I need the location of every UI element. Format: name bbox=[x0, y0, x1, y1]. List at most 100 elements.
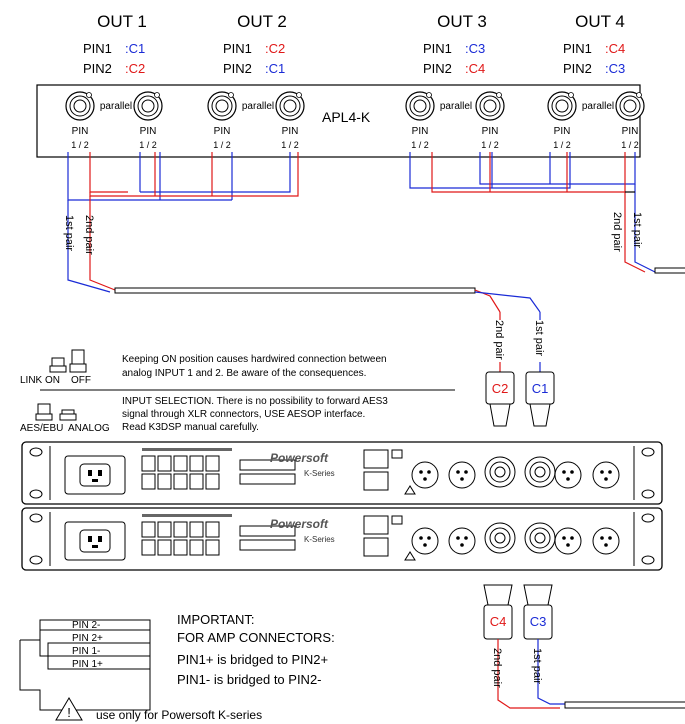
off-label: OFF bbox=[71, 375, 91, 386]
right-blue-wire bbox=[479, 152, 636, 185]
link-note-line1: Keeping ON position causes hardwired con… bbox=[122, 354, 387, 365]
right-blue-cable bbox=[634, 184, 656, 273]
pin2-value: :C2 bbox=[125, 61, 145, 76]
pin-label: PIN bbox=[282, 126, 299, 137]
input-switch bbox=[35, 403, 77, 421]
pin-label: PIN bbox=[622, 126, 639, 137]
output-header-3: OUT 3 PIN1 :C3 PIN2 :C4 bbox=[423, 12, 487, 76]
important-line3: PIN1+ is bridged to PIN2+ bbox=[177, 652, 328, 667]
speakon-connector: PIN 1 / 2 bbox=[207, 91, 237, 150]
pin1-label: PIN1 bbox=[563, 41, 592, 56]
pin1-value: :C2 bbox=[265, 41, 285, 56]
parallel-label: parallel bbox=[242, 101, 274, 112]
pin-label: PIN bbox=[214, 126, 231, 137]
pin-label: PIN bbox=[482, 126, 499, 137]
aes-ebu-label: AES/EBU bbox=[20, 423, 63, 434]
cable-jacket-left bbox=[114, 287, 541, 313]
wire-from-c4 bbox=[497, 639, 560, 709]
output-title: OUT 3 bbox=[437, 12, 487, 31]
output-header-2: OUT 2 PIN1 :C2 PIN2 :C1 bbox=[223, 12, 287, 76]
pin-pair-label: 1 / 2 bbox=[213, 140, 231, 150]
pin2-value: :C1 bbox=[265, 61, 285, 76]
warning-text: use only for Powersoft K-series bbox=[96, 708, 262, 722]
speakon-connector: PIN1 / 2 bbox=[475, 91, 505, 150]
warning-icon: ! bbox=[55, 697, 83, 721]
important-line2: FOR AMP CONNECTORS: bbox=[177, 630, 335, 645]
cable-label-2nd-bottom: 2nd pair bbox=[491, 648, 503, 688]
pin1-label: PIN1 bbox=[83, 41, 112, 56]
bridge-row: PIN 2- bbox=[72, 620, 100, 631]
pin-pair-label: 1 / 2 bbox=[71, 140, 89, 150]
plug-c3: C3 bbox=[523, 584, 553, 640]
pin2-label: PIN2 bbox=[223, 61, 252, 76]
pin1-label: PIN1 bbox=[423, 41, 452, 56]
parallel-label: parallel bbox=[100, 101, 132, 112]
pin-pair-label: 1 / 2 bbox=[139, 140, 157, 150]
pin2-label: PIN2 bbox=[423, 61, 452, 76]
analog-label: ANALOG bbox=[68, 423, 110, 434]
pin-label: PIN bbox=[72, 126, 89, 137]
pin1-value: :C3 bbox=[465, 41, 485, 56]
cable-jacket-bottom bbox=[564, 701, 685, 709]
output-title: OUT 2 bbox=[237, 12, 287, 31]
pin-pair-label: 1 / 2 bbox=[281, 140, 299, 150]
speakon-connector: PIN 1 / 2 bbox=[133, 91, 163, 150]
left-red-wire bbox=[89, 152, 299, 197]
pin-label: PIN bbox=[412, 126, 429, 137]
pin-pair-label: 1 / 2 bbox=[411, 140, 429, 150]
amp-brand: Powersoft bbox=[270, 517, 329, 531]
pin2-value: :C4 bbox=[465, 61, 485, 76]
output-title: OUT 1 bbox=[97, 12, 147, 31]
output-header-1: OUT 1 PIN1 :C1 PIN2 :C2 bbox=[83, 12, 147, 76]
cable-label-1st-right: 1st pair bbox=[631, 212, 643, 248]
parallel-label: parallel bbox=[440, 101, 472, 112]
wire-from-c3 bbox=[537, 639, 565, 705]
speakon-connector: PIN 1 / 2 bbox=[275, 91, 305, 150]
plug-c1: C1 bbox=[525, 371, 555, 427]
input-note-line1: INPUT SELECTION. There is no possibility… bbox=[122, 396, 388, 407]
pin1-value: :C1 bbox=[125, 41, 145, 56]
parallel-label: parallel bbox=[582, 101, 614, 112]
input-note-line3: Read K3DSP manual carefully. bbox=[122, 422, 259, 433]
input-note-line2: signal through XLR connectors, USE AESOP… bbox=[122, 409, 365, 420]
cable-label-2nd-right: 2nd pair bbox=[611, 212, 623, 252]
speakon-connector: PIN1 / 2 bbox=[547, 91, 577, 150]
plug-c4: C4 bbox=[483, 584, 513, 640]
amp-series: K-Series bbox=[304, 535, 335, 544]
right-red-wire bbox=[431, 152, 626, 193]
left-blue-wire bbox=[67, 152, 232, 201]
important-line4: PIN1- is bridged to PIN2- bbox=[177, 672, 322, 687]
output-header-4: OUT 4 PIN1 :C4 PIN2 :C3 bbox=[563, 12, 625, 76]
plug-c2: C2 bbox=[485, 371, 515, 427]
cable-label-1st-mid: 1st pair bbox=[533, 320, 545, 356]
left-red-cable bbox=[89, 196, 116, 291]
pin-pair-label: 1 / 2 bbox=[553, 140, 571, 150]
plug-c2-label: C2 bbox=[492, 381, 509, 396]
output-title: OUT 4 bbox=[575, 12, 625, 31]
bridge-row: PIN 2+ bbox=[72, 633, 103, 644]
speakon-connector: PIN 1 / 2 bbox=[615, 91, 645, 150]
bridge-row: PIN 1+ bbox=[72, 659, 103, 670]
panel-model: APL4-K bbox=[322, 109, 371, 125]
pin2-label: PIN2 bbox=[83, 61, 112, 76]
link-switch bbox=[49, 349, 87, 373]
right-red-cable bbox=[624, 192, 646, 273]
pin1-value: :C4 bbox=[605, 41, 625, 56]
cable-label-1st-left: 1st pair bbox=[63, 215, 75, 251]
speakon-connector: PIN 1 / 2 bbox=[405, 91, 435, 150]
important-line1: IMPORTANT: bbox=[177, 612, 255, 627]
amp-series: K-Series bbox=[304, 469, 335, 478]
cable-label-2nd-left: 2nd pair bbox=[83, 215, 95, 255]
link-on-label: LINK ON bbox=[20, 375, 60, 386]
left-blue-wire bbox=[140, 152, 291, 193]
left-red-wire bbox=[89, 152, 128, 193]
cable-label-1st-bottom: 1st pair bbox=[531, 648, 543, 684]
pin2-value: :C3 bbox=[605, 61, 625, 76]
pin-label: PIN bbox=[140, 126, 157, 137]
warning-symbol: ! bbox=[67, 705, 71, 720]
pin-pair-label: 1 / 2 bbox=[621, 140, 639, 150]
